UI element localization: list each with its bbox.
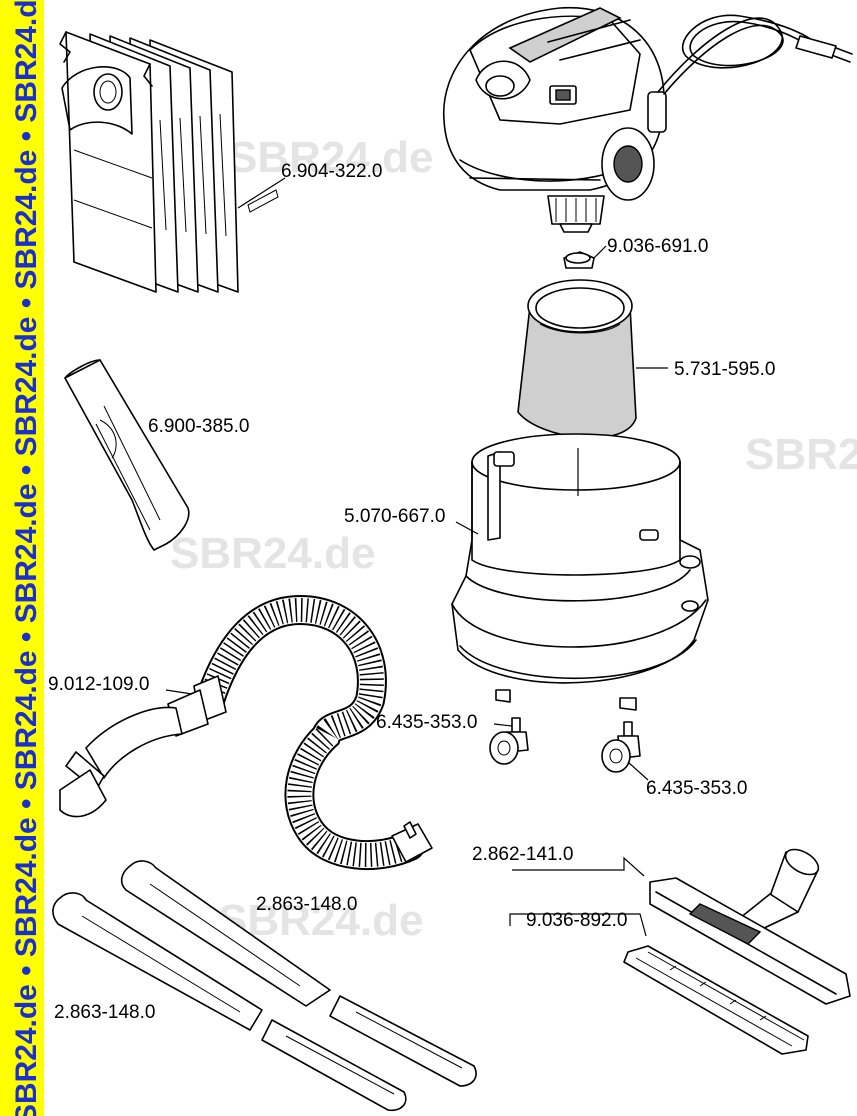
part-number-nozzle-insert: 9.036-892.0 xyxy=(526,910,627,931)
crevice-nozzle-drawing xyxy=(64,359,190,551)
part-number-floor-nozzle: 2.862-141.0 xyxy=(472,844,573,865)
nozzle-insert-leader xyxy=(509,913,647,937)
dust-bags-drawing xyxy=(59,31,239,293)
container-leader xyxy=(455,521,479,535)
part-number-container: 5.070-667.0 xyxy=(344,506,445,527)
tubes-drawing xyxy=(52,860,477,1112)
part-number-castor-left: 6.435-353.0 xyxy=(376,712,477,733)
part-number-castor-right: 6.435-353.0 xyxy=(646,778,747,799)
dust-bags-leader xyxy=(237,177,286,209)
container-drawing xyxy=(451,433,709,711)
side-banner xyxy=(0,0,44,1116)
suction-hose-drawing xyxy=(59,594,433,870)
part-number-cartridge-filter: 5.731-595.0 xyxy=(674,359,775,380)
motor-seal-drawing xyxy=(563,251,595,269)
floor-nozzle-drawing xyxy=(623,848,851,1055)
part-number-dust-bags: 6.904-322.0 xyxy=(281,161,382,182)
cartridge-filter-drawing xyxy=(517,279,637,439)
floor-nozzle-leader xyxy=(512,856,645,877)
motor-seal-leader xyxy=(593,245,607,259)
castor-right-leader xyxy=(627,761,649,781)
suction-hose-leader xyxy=(165,689,193,695)
castor-left-leader xyxy=(493,723,513,727)
watermark-3: SBR24.de xyxy=(170,529,375,578)
side-banner-text: SBR24.de • SBR24.de • SBR24.de • SBR24.d… xyxy=(10,0,43,1116)
part-number-motor-seal: 9.036-691.0 xyxy=(607,236,708,257)
part-number-tube-upper: 2.863-148.0 xyxy=(256,894,357,915)
castor-left-drawing xyxy=(489,717,529,765)
castor-right-drawing xyxy=(601,721,641,773)
part-number-suction-hose: 9.012-109.0 xyxy=(48,674,149,695)
motor-head-drawing xyxy=(442,6,853,233)
watermark-2: SBR24.de xyxy=(745,430,857,479)
part-number-crevice-nozzle: 6.900-385.0 xyxy=(148,416,249,437)
part-number-tube-lower: 2.863-148.0 xyxy=(54,1002,155,1023)
watermark-1: SBR24.de xyxy=(228,133,433,182)
